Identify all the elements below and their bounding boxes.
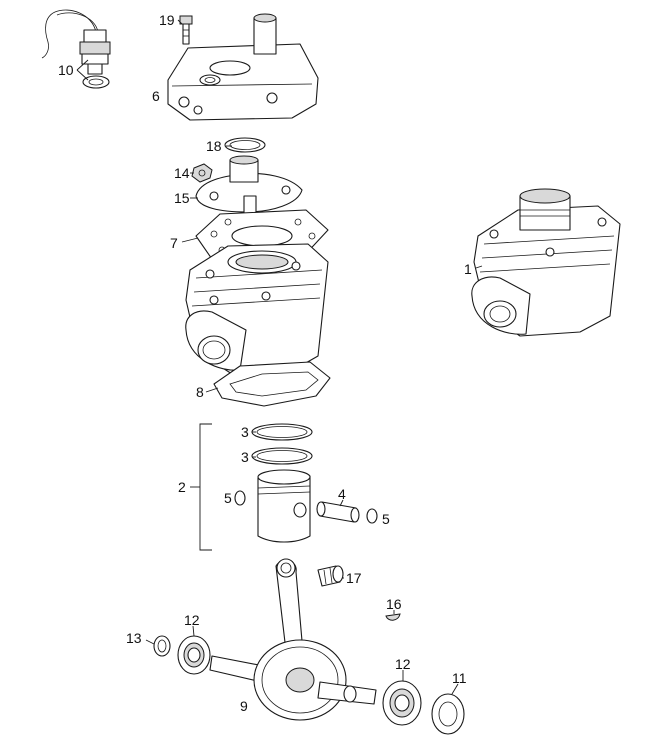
main-bearing-left xyxy=(177,635,211,675)
callout-5-left: 5 xyxy=(224,490,232,506)
callout-labels: 1 2 3 3 4 5 5 6 7 8 9 10 11 12 12 13 14 … xyxy=(58,12,472,714)
oil-seal-left xyxy=(153,635,171,657)
circlip-right xyxy=(366,508,378,524)
callout-18: 18 xyxy=(206,138,222,154)
cylinder-center xyxy=(185,243,329,375)
callout-11: 11 xyxy=(452,670,467,686)
callout-14: 14 xyxy=(174,165,190,181)
circlip-left xyxy=(234,490,246,506)
callout-16: 16 xyxy=(386,596,402,612)
callout-10: 10 xyxy=(58,62,74,78)
woodruff-key xyxy=(385,613,401,621)
callout-12-right: 12 xyxy=(395,656,411,672)
cylinder-head xyxy=(167,13,319,121)
callout-15: 15 xyxy=(174,190,190,206)
callout-2: 2 xyxy=(178,479,186,495)
base-gasket xyxy=(213,361,331,407)
callout-17: 17 xyxy=(346,570,362,586)
callout-9: 9 xyxy=(240,698,248,714)
callout-7: 7 xyxy=(170,235,178,251)
oil-seal-right xyxy=(431,693,465,735)
piston xyxy=(257,469,311,543)
temperature-sensor xyxy=(41,9,111,89)
callout-19: 19 xyxy=(159,12,175,28)
leader-lines xyxy=(76,19,483,695)
needle-bearing xyxy=(317,565,344,587)
piston-pin xyxy=(316,501,360,523)
callout-3-upper: 3 xyxy=(241,424,249,440)
callout-3-lower: 3 xyxy=(241,449,249,465)
callout-8: 8 xyxy=(196,384,204,400)
nut xyxy=(191,163,213,183)
callout-12-left: 12 xyxy=(184,612,200,628)
callout-13: 13 xyxy=(126,630,142,646)
callout-4: 4 xyxy=(338,486,346,502)
bolt xyxy=(179,15,193,45)
crankshaft xyxy=(209,558,377,721)
callout-6: 6 xyxy=(152,88,160,104)
piston-ring-lower xyxy=(251,447,313,465)
main-bearing-right xyxy=(382,680,422,726)
callout-1: 1 xyxy=(464,261,472,277)
callout-5-right: 5 xyxy=(382,511,390,527)
cylinder-assembly xyxy=(471,188,621,337)
